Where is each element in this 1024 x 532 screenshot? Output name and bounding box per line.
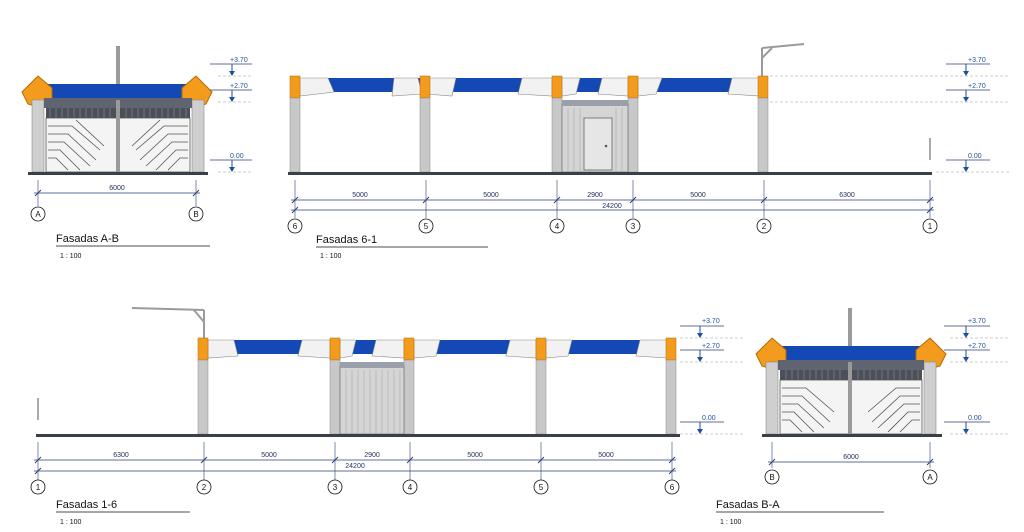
dimension-value: 5000 — [690, 192, 706, 199]
grid-label: 5 — [539, 483, 544, 492]
dimension-value: 5000 — [352, 192, 368, 199]
dimension-value: 2900 — [587, 192, 603, 199]
roof-blue-band — [776, 346, 926, 360]
column-left — [765, 361, 779, 435]
level-label-top: +3.70 — [968, 57, 986, 64]
booth-door — [583, 117, 613, 171]
view-title: Fasadas B-A — [716, 499, 780, 511]
view-title: Fasadas A-B — [56, 233, 119, 245]
view-scale: 1 : 100 — [720, 519, 742, 526]
level-markers: +3.70 +2.70 0.00 — [944, 318, 1010, 435]
booth-roof — [340, 362, 404, 368]
grid-label: 2 — [762, 222, 767, 231]
grid-label: 6 — [670, 483, 675, 492]
dimension-value: 6000 — [109, 185, 125, 192]
ground-line — [28, 172, 208, 175]
booth — [339, 365, 405, 435]
dimension-chain — [291, 180, 934, 218]
dimension-value: 5000 — [261, 452, 277, 459]
dimension-value: 2900 — [364, 452, 380, 459]
dimension-total: 24200 — [345, 463, 365, 470]
grid-bubbles — [287, 218, 938, 234]
level-label-mid: +2.70 — [968, 343, 986, 350]
dimension-total: 24200 — [602, 203, 622, 210]
dimension-value: 5000 — [467, 452, 483, 459]
view-scale: 1 : 100 — [60, 519, 82, 526]
lamp-arm — [761, 43, 805, 80]
level-label-top: +3.70 — [968, 318, 986, 325]
columns — [289, 75, 769, 173]
grid-label: 4 — [408, 483, 413, 492]
ground-line — [288, 172, 932, 175]
grid-label: A — [35, 210, 41, 219]
ground-line — [762, 434, 942, 437]
grid-bubbles: B A — [764, 469, 938, 485]
grid-label: B — [193, 210, 198, 219]
view-fasadas-b-a: +3.70 +2.70 0.00 6000 B A Fasadas B-A 1 … — [716, 308, 1010, 526]
lamp-arm — [131, 307, 205, 342]
grid-label: 1 — [36, 483, 41, 492]
dimension-line: 6000 — [34, 180, 200, 206]
level-label-ground: 0.00 — [968, 415, 982, 422]
view-scale: 1 : 100 — [60, 253, 82, 260]
dimension-line: 6000 — [768, 442, 934, 468]
grid-label: 1 — [928, 222, 933, 231]
view-fasadas-1-6: +3.70 +2.70 0.00 6300 5000 2900 5000 500… — [30, 307, 744, 526]
view-title: Fasadas 6-1 — [316, 234, 377, 246]
view-title: Fasadas 1-6 — [56, 499, 117, 511]
grid-bubbles — [30, 479, 680, 495]
level-label-ground: 0.00 — [230, 153, 244, 160]
level-label-mid: +2.70 — [968, 83, 986, 90]
ground-line — [36, 434, 680, 437]
grid-label: 6 — [293, 222, 298, 231]
center-mullion — [848, 362, 852, 434]
dimension-value: 6300 — [839, 192, 855, 199]
grid-label: 3 — [631, 222, 636, 231]
column-left — [31, 99, 45, 173]
center-mullion — [116, 100, 120, 172]
grid-label: 5 — [424, 222, 429, 231]
booth-roof — [562, 100, 628, 106]
dimension-value: 6300 — [113, 452, 129, 459]
view-fasadas-6-1: +3.70 +2.70 0.00 5000 5000 2900 5000 630… — [287, 43, 1010, 260]
level-label-mid: +2.70 — [702, 343, 720, 350]
view-scale: 1 : 100 — [320, 253, 342, 260]
lamp-pole — [848, 308, 852, 348]
level-markers: +3.70 +2.70 0.00 — [210, 57, 252, 173]
door-handle — [604, 144, 608, 148]
dimension-value: 6000 — [843, 454, 859, 461]
level-label-top: +3.70 — [702, 318, 720, 325]
column-right — [923, 361, 937, 435]
roof-blue-band — [44, 84, 194, 98]
lamp-pole — [116, 46, 120, 86]
grid-label: 3 — [333, 483, 338, 492]
view-fasadas-a-b: +3.70 +2.70 0.00 6000 A B Fasadas A-B 1 … — [21, 46, 252, 260]
dimension-chain — [34, 442, 676, 480]
level-markers: +3.70 +2.70 0.00 — [680, 318, 744, 435]
grid-label: 4 — [555, 222, 560, 231]
level-label-ground: 0.00 — [702, 415, 716, 422]
dimension-value: 5000 — [483, 192, 499, 199]
column-right — [191, 99, 205, 173]
grid-label: B — [769, 473, 774, 482]
level-label-mid: +2.70 — [230, 83, 248, 90]
grid-label: 2 — [202, 483, 207, 492]
dimension-value: 5000 — [598, 452, 614, 459]
grid-bubbles: A B — [30, 206, 204, 222]
level-label-top: +3.70 — [230, 57, 248, 64]
level-label-ground: 0.00 — [968, 153, 982, 160]
level-markers: +3.70 +2.70 0.00 — [770, 57, 1010, 173]
grid-label: A — [927, 473, 933, 482]
